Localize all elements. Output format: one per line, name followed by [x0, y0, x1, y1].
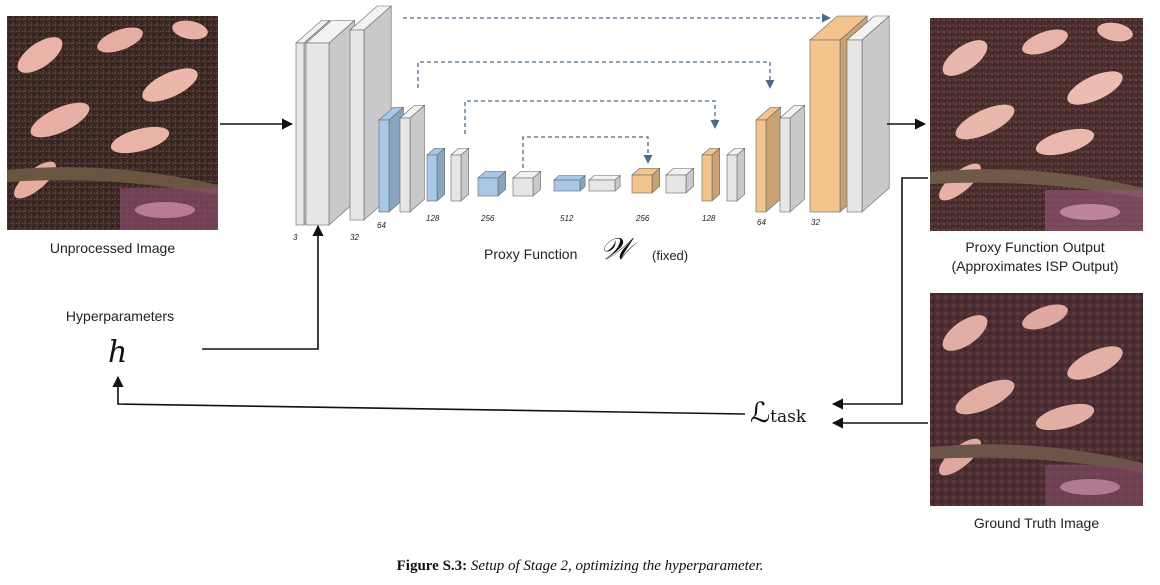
- layer-block-10: [553, 174, 586, 192]
- flow-arrows: [112, 118, 928, 429]
- layer-block-5: [399, 104, 426, 213]
- loss-to-h-arrow: [112, 375, 746, 415]
- proxy-function-label: Proxy Function: [484, 246, 578, 262]
- channel-label: 128: [426, 214, 440, 223]
- channel-label: 256: [481, 214, 495, 223]
- channel-label: 32: [811, 218, 820, 227]
- layer-block-12: [631, 167, 661, 194]
- ground-truth-label: Ground Truth Image: [973, 515, 1100, 531]
- layer-block-9: [512, 170, 542, 197]
- layer-block-8: [477, 170, 507, 197]
- hyperparameter-symbol: h: [108, 335, 128, 370]
- skip-connection-128: [464, 100, 720, 134]
- skip-connection-64: [417, 61, 775, 89]
- channel-label: 512: [560, 214, 574, 223]
- layer-block-14: [701, 147, 721, 202]
- hyperparameter-arrow: [202, 224, 324, 350]
- layer-block-6: [426, 147, 446, 202]
- ground-truth-image: [930, 293, 1143, 506]
- unprocessed-image-label: Unprocessed Image: [49, 240, 176, 256]
- skip-connection-256: [522, 136, 653, 168]
- layer-block-15: [726, 147, 746, 202]
- caption-text: Setup of Stage 2, optimizing the hyperpa…: [470, 558, 764, 574]
- channel-label: 256: [636, 214, 650, 223]
- proxy-output-image: [930, 18, 1143, 231]
- layer-block-2: [305, 19, 356, 226]
- channel-label: 3: [293, 233, 298, 242]
- layer-block-16: [755, 106, 782, 213]
- layer-block-11: [588, 174, 621, 192]
- fixed-label: (fixed): [652, 248, 689, 263]
- caption-figure-number: Figure S.3:: [396, 558, 468, 574]
- skip-connections: [403, 13, 831, 168]
- proxy-function-symbol: 𝒲: [600, 232, 632, 267]
- proxy-output-label-line2: (Approximates ISP Output): [951, 258, 1119, 274]
- loss-symbol: ℒtask: [750, 396, 807, 429]
- channel-label: 128: [702, 214, 716, 223]
- layer-block-19: [846, 15, 890, 213]
- proxy-to-loss-arrow: [831, 177, 928, 410]
- channel-label: 64: [757, 218, 766, 227]
- unprocessed-image: [7, 16, 218, 230]
- unet-blocks: [295, 5, 890, 226]
- layer-block-17: [779, 104, 806, 213]
- channel-label: 64: [377, 221, 386, 230]
- hyperparameters-label: Hyperparameters: [65, 308, 175, 324]
- proxy-output-label-line1: Proxy Function Output: [965, 239, 1105, 255]
- layer-block-7: [450, 147, 470, 202]
- channel-label: 32: [350, 233, 359, 242]
- figure-caption: Figure S.3: Setup of Stage 2, optimizing…: [0, 558, 1160, 575]
- layer-block-13: [665, 167, 695, 194]
